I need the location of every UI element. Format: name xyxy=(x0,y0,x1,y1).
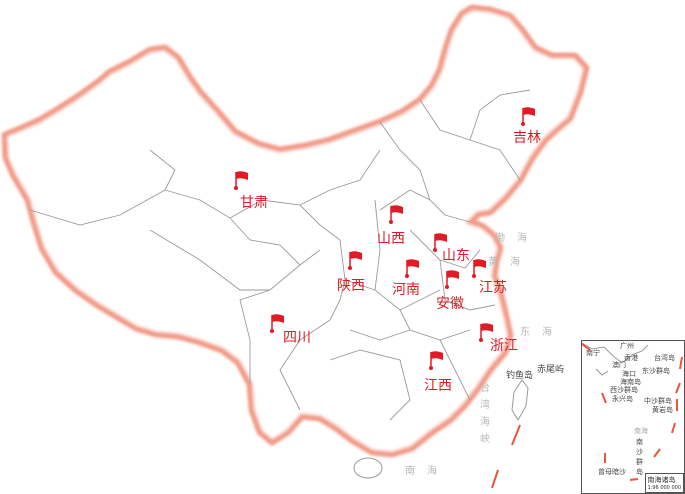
red-flag-icon xyxy=(445,270,459,289)
province-label-jiangxi: 江西 xyxy=(424,378,452,394)
inset-title: 南海诸岛 xyxy=(647,476,676,484)
red-flag-icon xyxy=(405,259,419,278)
inset-label: 东沙群岛 xyxy=(642,367,670,375)
red-flag-icon xyxy=(479,323,493,342)
red-flag-icon xyxy=(234,171,248,190)
inset-label: 中沙群岛 xyxy=(644,397,672,405)
inset-label: 香港 xyxy=(624,354,638,362)
red-flag-icon xyxy=(433,233,447,252)
province-label-shaanxi: 陕西 xyxy=(337,278,365,294)
inset-label: 西沙群岛 xyxy=(610,386,638,394)
nine-dash-line xyxy=(491,424,521,489)
south-china-sea-inset: 南宁 广州 香港 澳门 台湾岛 海口 海南岛 东沙群岛 西沙群岛 永兴岛 中沙群… xyxy=(581,340,685,494)
inset-label: 台湾岛 xyxy=(654,354,675,362)
province-label-henan: 河南 xyxy=(392,282,420,298)
flag-markers xyxy=(234,107,535,370)
inset-label: 南宁 xyxy=(586,349,600,357)
province-label-zhejiang: 浙江 xyxy=(490,338,518,354)
province-label-jilin: 吉林 xyxy=(513,130,541,146)
inset-coast xyxy=(582,342,683,481)
province-label-jiangsu: 江苏 xyxy=(479,280,507,296)
island-label-diaoyu: 钓鱼岛 xyxy=(506,371,534,381)
red-flag-icon xyxy=(270,314,284,333)
inset-label: 南海 xyxy=(634,427,648,435)
red-flag-icon xyxy=(389,205,403,224)
inset-label: 永兴岛 xyxy=(612,395,633,403)
inset-label: 海南岛 xyxy=(620,378,641,386)
red-flag-icon xyxy=(429,351,443,370)
province-label-anhui: 安徽 xyxy=(436,296,464,312)
inset-label: 澳门 xyxy=(612,361,626,369)
inset-title-box: 南海诸岛 1:96 000 000 xyxy=(644,473,684,493)
inset-scale: 1:96 000 000 xyxy=(647,485,682,491)
province-label-gansu: 甘肃 xyxy=(240,195,268,211)
inset-label: 曾母暗沙 xyxy=(598,468,626,476)
province-label-sichuan: 四川 xyxy=(283,330,311,346)
red-flag-icon xyxy=(521,107,535,126)
inset-label: 广州 xyxy=(620,342,634,350)
sea-label-taiwan-strait: 台湾海峡 xyxy=(480,383,490,445)
sea-label-huanghai: 黄海 xyxy=(488,257,532,268)
island-label-chiwei: 赤尾屿 xyxy=(537,365,565,375)
sea-label-nanhai: 南海 xyxy=(405,466,449,477)
province-borders xyxy=(29,89,531,421)
red-flag-icon xyxy=(472,259,486,278)
province-label-shandong: 山东 xyxy=(442,248,470,264)
inset-label: 南沙群岛 xyxy=(636,438,643,476)
inset-label: 海口 xyxy=(622,370,636,378)
province-label-shanxi: 山西 xyxy=(377,231,405,247)
sea-label-bohai: 渤海 xyxy=(495,233,539,244)
red-flag-icon xyxy=(348,251,362,270)
inset-label: 黄岩岛 xyxy=(652,406,673,414)
sea-label-donghai: 东海 xyxy=(520,327,564,338)
